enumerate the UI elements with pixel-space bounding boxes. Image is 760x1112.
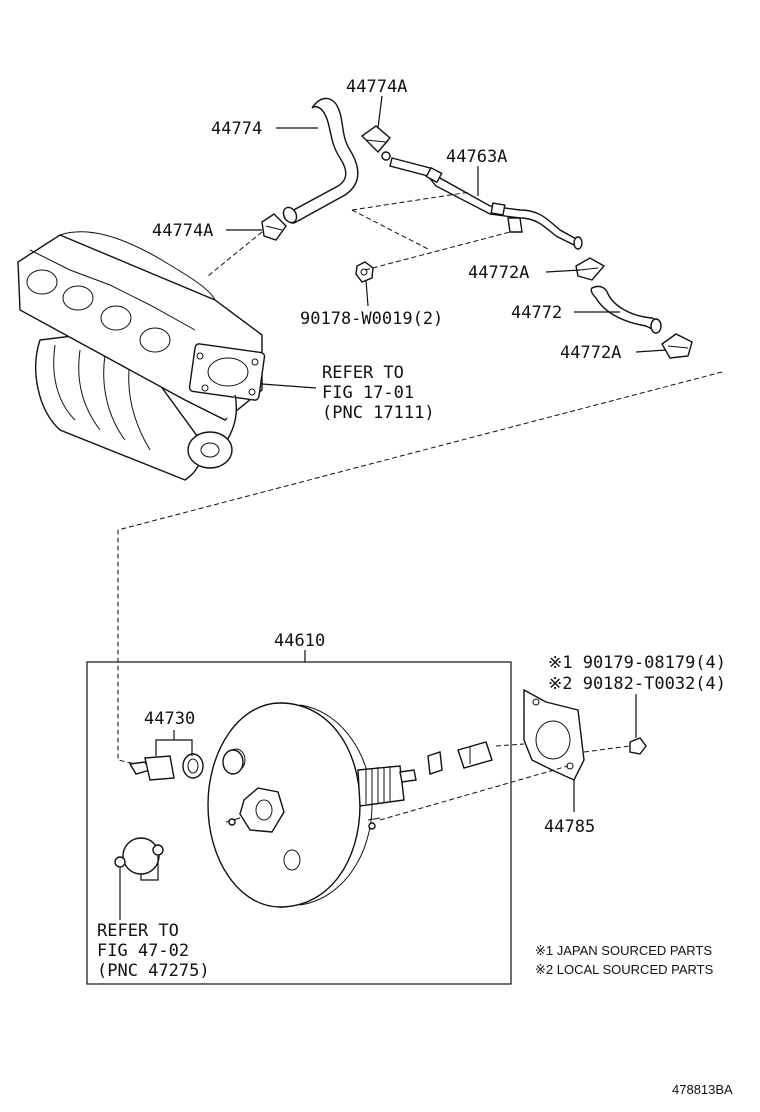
dash-nut — [364, 231, 511, 271]
label-refer2-line3: (PNC 47275) — [97, 961, 210, 981]
leader-44772A-bottom — [635, 349, 667, 353]
label-44774A-top: 44774A — [346, 77, 407, 97]
label-refer1-line2: FIG 17-01 — [322, 383, 414, 403]
gasket-44785 — [523, 688, 585, 781]
o-ring-cluster — [114, 837, 164, 875]
label-90182: ※2 90182-T0032(4) — [548, 674, 726, 694]
nut-90182 — [629, 737, 647, 755]
leader-refer2 — [119, 856, 159, 920]
hose-44774 — [282, 97, 359, 224]
dash-pipe-to-clip — [351, 191, 471, 211]
label-44730: 44730 — [144, 709, 195, 729]
leader-90178 — [365, 279, 369, 307]
leader-refer1 — [261, 383, 317, 389]
label-90178: 90178-W0019(2) — [300, 309, 443, 329]
dash-gasket-to-nut — [583, 745, 631, 753]
dash-booster-to-gasket — [495, 743, 525, 747]
clip-44772A-top — [575, 257, 606, 281]
label-44610: 44610 — [274, 631, 325, 651]
label-refer2-line2: FIG 47-02 — [97, 941, 189, 961]
brake-booster — [207, 702, 417, 908]
label-44763A: 44763A — [446, 147, 507, 167]
pipe-44763A — [389, 157, 583, 250]
figure-code: 478813BA — [672, 1082, 733, 1097]
clip-44772A-bottom — [661, 333, 693, 359]
note-local-sourced: ※2 LOCAL SOURCED PARTS — [535, 962, 714, 977]
intake-manifold-illustration — [17, 231, 266, 481]
label-refer1-line3: (PNC 17111) — [322, 403, 435, 423]
leader-44730 — [155, 730, 193, 756]
label-44772: 44772 — [511, 303, 562, 323]
leader-44774A-top — [377, 95, 383, 129]
dash-clip-to-manifold — [207, 231, 263, 277]
clip-44774A-top — [360, 125, 391, 161]
label-44785: 44785 — [544, 817, 595, 837]
nut-90178 — [355, 261, 374, 283]
dash-long-route — [117, 371, 723, 765]
dash-stud-to-gasket — [379, 765, 569, 821]
label-44774: 44774 — [211, 119, 262, 139]
spacer-bushing — [427, 751, 443, 775]
label-44774A-left: 44774A — [152, 221, 213, 241]
label-44772A-bottom: 44772A — [560, 343, 621, 363]
label-refer2-line1: REFER TO — [97, 921, 179, 941]
booster-assembly-box — [86, 661, 512, 985]
label-44772A-top: 44772A — [468, 263, 529, 283]
dash-pipe-to-hose — [351, 209, 431, 251]
label-refer1-line1: REFER TO — [322, 363, 404, 383]
label-90179: ※1 90179-08179(4) — [548, 653, 726, 673]
check-valve-44730 — [128, 749, 244, 781]
clip-44774A-left — [261, 213, 287, 241]
clevis — [457, 741, 493, 769]
leader-44772A-top — [545, 269, 581, 273]
note-japan-sourced: ※1 JAPAN SOURCED PARTS — [535, 943, 712, 958]
hose-44772 — [590, 285, 662, 334]
